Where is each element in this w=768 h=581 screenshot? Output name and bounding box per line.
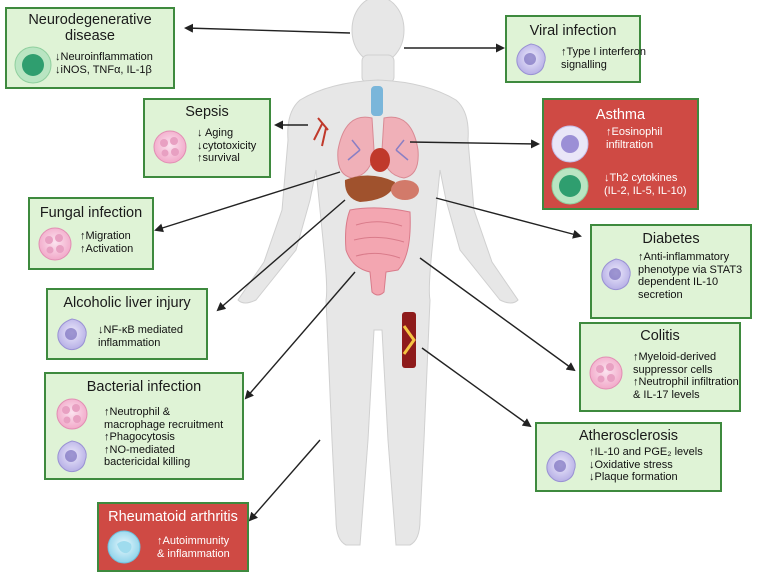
treg-cell-icon	[551, 167, 589, 205]
neutrophil-icon	[589, 356, 623, 390]
effect-line: ↑Migration	[80, 230, 131, 242]
neutrophil-icon	[56, 398, 88, 430]
box-bacterial-infection: Bacterial infection ↑Neutrophil & macrop…	[44, 372, 244, 480]
effect-line: ↓Oxidative stress	[589, 458, 673, 471]
effect-line: ↑Neutrophil &	[104, 406, 171, 418]
effect-line: ↓Plaque formation	[589, 471, 678, 483]
box-fungal-infection: Fungal infection ↑Migration ↑Activation	[28, 197, 154, 270]
effect-line: signalling	[561, 58, 607, 71]
box-diabetes: Diabetes ↑Anti-inflammatory phenotype vi…	[590, 224, 752, 319]
effect-line: ↑Autoimmunity	[157, 535, 230, 547]
macrophage-icon	[57, 318, 87, 351]
arrows	[154, 23, 582, 522]
effect-line: ↑Myeloid-derived	[633, 351, 717, 363]
effect-line: dependent IL-10	[638, 276, 719, 288]
box-title: Rheumatoid arthritis	[108, 509, 238, 525]
effect-line: ↓Neuroinflammation	[55, 51, 153, 63]
effect-line: ↓Th2 cytokines	[604, 172, 678, 184]
macrophage-icon	[516, 43, 546, 76]
box-title: Viral infection	[529, 23, 617, 39]
effect-line: suppressor cells	[633, 363, 713, 376]
box-rheumatoid-arthritis: Rheumatoid arthritis ↑Autoimmunity & inf…	[97, 502, 249, 572]
effect-line: inflammation	[98, 336, 161, 349]
effect-line: ↓iNOS, TNFα, IL-1β	[55, 63, 152, 76]
box-title: Alcoholic liver injury	[63, 295, 191, 311]
effect-line: ↓ Aging	[197, 127, 234, 139]
effect-line: ↑Anti-inflammatory	[638, 251, 730, 263]
effect-line: ↓NF-κB mediated	[98, 324, 183, 336]
neutrophil-icon	[38, 227, 72, 261]
box-viral-infection: Viral infection ↑Type I interferon signa…	[505, 15, 646, 83]
neutrophil-icon	[153, 130, 187, 164]
macrophage-icon	[601, 258, 631, 291]
effect-line: infiltration	[606, 138, 654, 151]
box-colitis: Colitis ↑Myeloid-derived suppressor cell…	[579, 322, 741, 412]
macrophage-icon	[57, 440, 87, 473]
effect-line: secretion	[638, 288, 683, 301]
box-neurodegenerative-disease: Neurodegenerative disease ↓Neuroinflamma…	[5, 7, 175, 89]
effect-line: & IL-17 levels	[633, 388, 700, 401]
eosinophil-icon	[551, 125, 589, 163]
treg-cell-icon	[14, 46, 52, 84]
box-title: Sepsis	[185, 104, 229, 120]
effect-line: ↑Phagocytosis	[104, 431, 175, 443]
box-asthma: Asthma ↑Eosinophil infiltration ↓Th2 cyt…	[542, 98, 699, 210]
effect-line: ↑Type I interferon	[561, 46, 646, 58]
box-title: Colitis	[640, 328, 680, 344]
effect-line: ↑Activation	[80, 242, 134, 255]
effect-line: & inflammation	[157, 547, 230, 560]
effect-line: ↓cytotoxicity	[197, 139, 257, 152]
box-title-cont: disease	[65, 28, 115, 44]
box-alcoholic-liver-injury: Alcoholic liver injury ↓NF-κB mediated i…	[46, 288, 208, 360]
box-title: Neurodegenerative	[28, 12, 152, 28]
box-title: Diabetes	[642, 231, 700, 247]
box-title: Atherosclerosis	[578, 428, 679, 444]
box-sepsis: Sepsis ↓ Aging ↓cytotoxicity ↑survival	[143, 98, 271, 178]
macrophage-icon	[546, 450, 576, 483]
effect-line: ↑IL-10 and PGE₂ levels	[589, 446, 703, 458]
effect-line: ↑Neutrophil infiltration	[633, 376, 739, 388]
human-body	[237, 0, 519, 546]
effect-line: ↑survival	[197, 152, 240, 164]
effect-line: ↑NO-mediated	[104, 443, 175, 456]
box-title: Bacterial infection	[86, 379, 202, 395]
effect-line: (IL-2, IL-5, IL-10)	[604, 184, 687, 197]
monocyte-icon	[107, 530, 141, 564]
effect-line: macrophage recruitment	[104, 418, 224, 431]
effect-line: ↑Eosinophil	[606, 126, 663, 138]
box-title: Asthma	[595, 107, 646, 123]
effect-line: bactericidal killing	[104, 456, 191, 468]
box-atherosclerosis: Atherosclerosis ↑IL-10 and PGE₂ levels ↓…	[535, 422, 722, 492]
effect-line: phenotype via STAT3	[638, 263, 743, 276]
box-title: Fungal infection	[39, 205, 143, 221]
organs	[313, 86, 419, 368]
